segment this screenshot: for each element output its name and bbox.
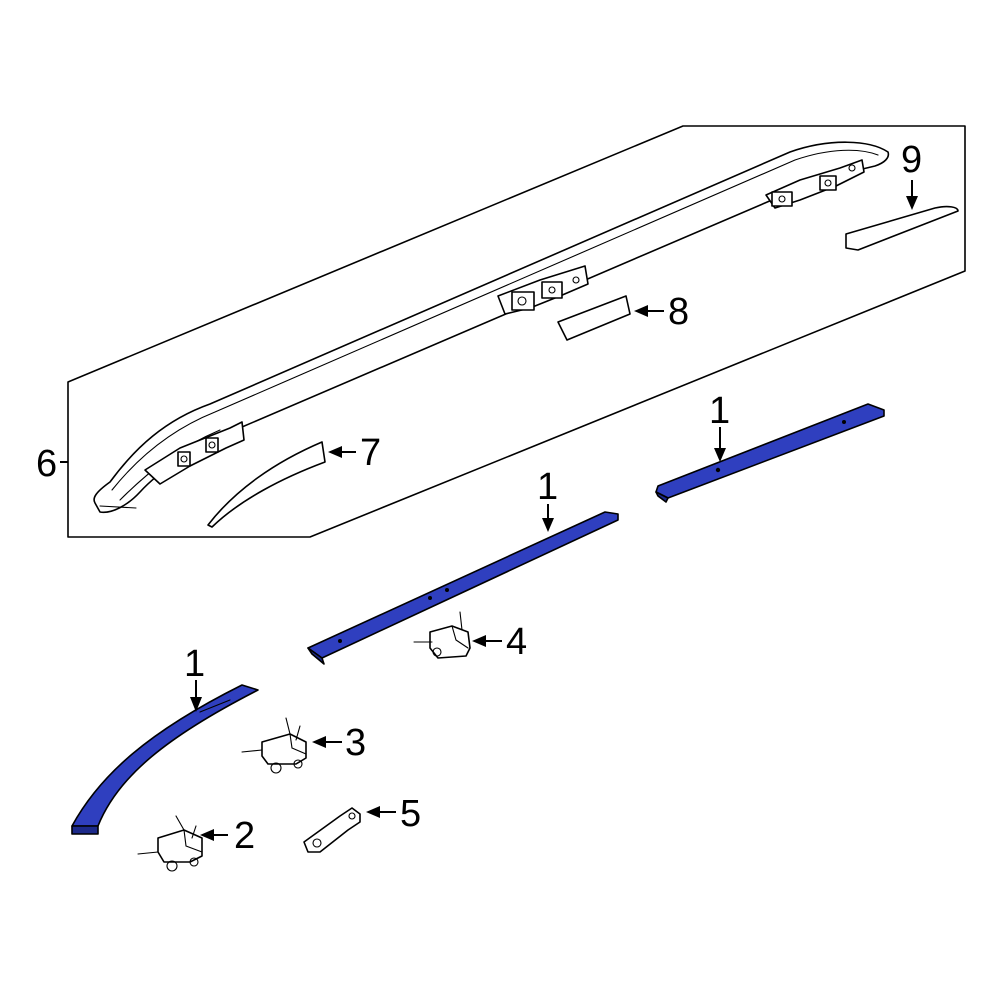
part-1-lower-curved-strip <box>71 684 259 835</box>
callout-5: 5 <box>400 793 421 835</box>
callout-4: 4 <box>506 621 527 663</box>
leader-lines <box>60 180 918 841</box>
part-7-front-cover <box>207 441 326 528</box>
part-4-clip <box>413 611 471 659</box>
callout-1-middle: 1 <box>537 466 558 508</box>
callout-2: 2 <box>234 815 255 857</box>
part-5-bracket <box>303 807 361 853</box>
part-3-clip <box>241 717 307 774</box>
callout-6: 6 <box>36 443 57 485</box>
part-2-clip <box>137 815 203 872</box>
part-8-center-cover <box>557 295 631 341</box>
part-1-middle-rail-strip <box>307 511 619 665</box>
callout-1-lower: 1 <box>184 643 205 685</box>
part-1-upper-rail-strip <box>655 403 885 503</box>
callout-8: 8 <box>668 291 689 333</box>
part-9-rear-cover <box>845 205 959 251</box>
roof-rail-assembly-box <box>67 125 966 538</box>
callout-7: 7 <box>360 432 381 474</box>
callout-3: 3 <box>345 722 366 764</box>
roof-rail-drawing <box>93 141 890 514</box>
callout-1-upper: 1 <box>709 390 730 432</box>
callout-9: 9 <box>901 139 922 181</box>
